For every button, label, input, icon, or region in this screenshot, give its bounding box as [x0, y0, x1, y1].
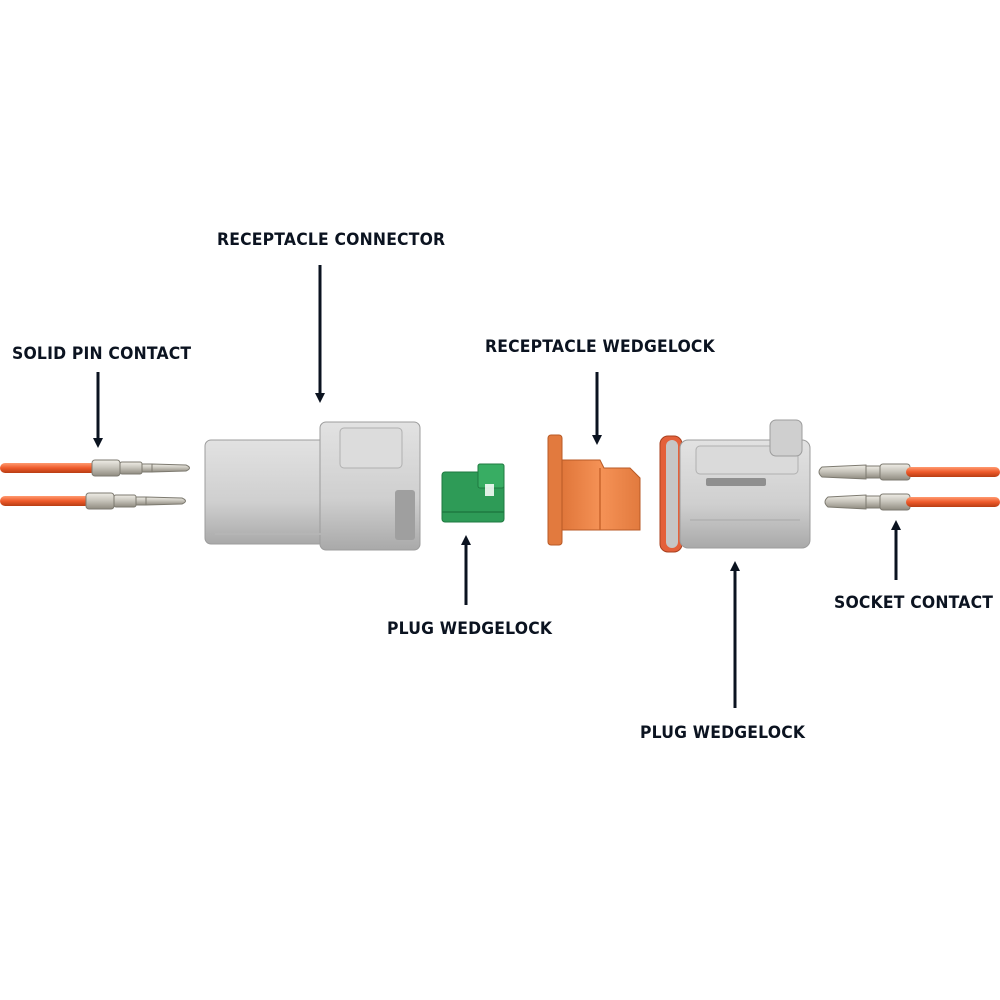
left-wire-top — [0, 463, 96, 473]
solid-pin-contacts — [85, 459, 190, 510]
socket-contact-top — [818, 463, 911, 481]
label-plug-wedgelock-left: PLUG WEDGELOCK — [387, 619, 553, 639]
solid-pin-contact-bottom — [85, 492, 186, 510]
callout-arrows — [93, 265, 901, 708]
solid-pin-contact-top — [91, 459, 190, 477]
label-solid-pin-contact: SOLID PIN CONTACT — [12, 344, 192, 364]
receptacle-connector — [204, 421, 421, 551]
socket-contacts — [818, 463, 911, 511]
socket-contact-bottom — [824, 493, 911, 511]
label-receptacle-connector: RECEPTACLE CONNECTOR — [217, 230, 446, 250]
right-wire-top — [906, 467, 1000, 477]
right-wire-bottom — [906, 497, 1000, 507]
label-receptacle-wedgelock: RECEPTACLE WEDGELOCK — [485, 337, 715, 357]
green-plug-wedgelock — [441, 463, 505, 523]
label-socket-contact: SOCKET CONTACT — [834, 593, 994, 613]
left-wire-bottom — [0, 496, 90, 506]
label-plug-wedgelock-right: PLUG WEDGELOCK — [640, 723, 806, 743]
orange-receptacle-wedgelock — [547, 434, 641, 546]
left-wire-group — [0, 463, 96, 506]
right-wire-group — [906, 467, 1000, 507]
plug-housing — [659, 419, 811, 553]
